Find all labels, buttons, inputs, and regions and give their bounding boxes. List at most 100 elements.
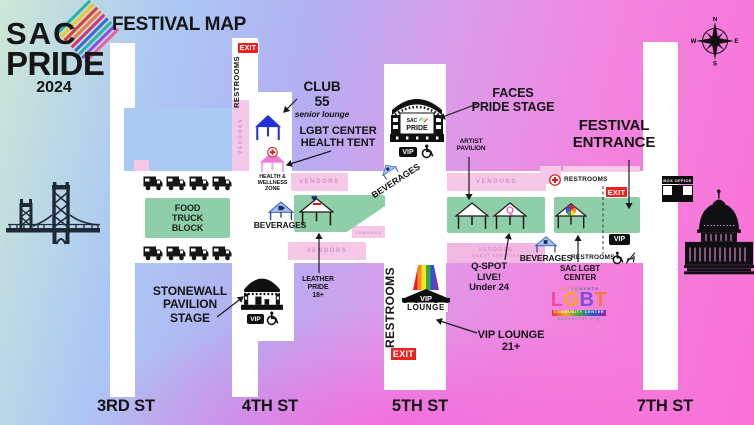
food-truck-icon <box>143 246 163 261</box>
no-pets-icon <box>625 252 636 264</box>
vendors-label: VENDORS <box>355 229 382 235</box>
label-leather-pride: LEATHER PRIDE 18+ <box>296 276 340 299</box>
logo-pride: PRIDE <box>6 44 105 82</box>
vip-label: VIP <box>420 294 432 303</box>
stonewall-line1: STONEWALL <box>152 284 228 298</box>
beer-mug-icon <box>543 240 548 244</box>
box-office-label: BOX OFFICE <box>663 177 692 183</box>
vip-lounge-icon: VIP LOUNGE <box>401 265 451 323</box>
qspot-line3: Under 24 <box>469 282 509 294</box>
food-truck-icon <box>212 246 232 261</box>
lounge-label: LOUNGE <box>404 303 448 312</box>
vendors-label: VENDORS <box>478 247 514 254</box>
club55-line2: 55 <box>314 94 330 110</box>
exit-sign: EXIT <box>390 347 417 361</box>
logo-sacramento: SACRAMENTO <box>545 287 613 291</box>
qspot-line2: LIVE! <box>477 271 501 283</box>
wellness-line1: HEALTH & <box>259 174 286 180</box>
food-truck-block: FOOD TRUCK BLOCK <box>145 198 230 238</box>
vip-label: VIP <box>250 315 261 323</box>
vendors-strip-mid-bottom: VENDORS <box>288 242 366 260</box>
logo-letter-t: T <box>594 289 608 311</box>
beverages-rotated: BEVERAGES <box>352 143 432 207</box>
club55-line1: CLUB <box>303 79 341 94</box>
first-aid-cross-icon <box>549 174 561 186</box>
wellness-line3: ZONE <box>265 186 280 193</box>
compass-rose-icon: N E S W <box>691 17 739 67</box>
logo-letter-b: B <box>579 289 595 311</box>
leather-line3: 18+ <box>312 291 324 299</box>
faces-line1: FACES <box>492 86 534 100</box>
label-artist-pavilion: ARTIST PAVILION <box>450 138 492 153</box>
rainbow-pinwheel-icon <box>565 205 577 216</box>
vendors-label: VENDORS <box>306 248 348 254</box>
vip-badge: VIP <box>609 234 630 245</box>
vendors-strip-mid-top: VENDORS <box>291 173 348 191</box>
artist-pavilion-tent-icon <box>454 202 490 229</box>
vendors-strip-3rd <box>134 160 149 171</box>
leather-line1: LEATHER <box>302 276 334 283</box>
beverages-tent-icon <box>382 165 399 180</box>
faces-pride-stage-icon: SAC PRIDE <box>390 99 444 142</box>
logo-sac: SAC <box>6 16 78 51</box>
compass-s: S <box>713 62 717 68</box>
compass-e: E <box>734 39 738 45</box>
compass-n: N <box>713 17 717 23</box>
vip-label: VIP <box>613 236 626 243</box>
label-sac-lgbt-center: SAC LGBT CENTER <box>549 264 611 283</box>
leather-line2: PRIDE <box>307 283 329 291</box>
food-truck-line2: TRUCK <box>172 212 203 223</box>
saclgbt-line1: SAC LGBT <box>559 264 601 273</box>
qspot-tent-icon: Q <box>492 202 528 229</box>
leather-heart-icon: ♥ <box>311 193 318 205</box>
lgbt-community-center-logo: SACRAMENTO LGBT COMMUNITY CENTER saccent… <box>545 287 613 321</box>
exit-sign: EXIT <box>237 42 259 54</box>
guest-services-label: GUEST SERVICES <box>472 253 520 259</box>
vendors-strip-thin <box>563 166 640 172</box>
wheelchair-icon <box>421 144 434 159</box>
stonewall-line3: STAGE <box>170 310 210 325</box>
logo-letter-g: G <box>563 289 580 311</box>
label-stonewall-pavilion-stage: STONEWALL PAVILION STAGE <box>146 284 234 325</box>
food-truck-icon <box>189 176 209 191</box>
white-tent-icon <box>298 197 335 226</box>
sac-lgbt-tent-icon <box>555 203 587 229</box>
wellness-line2: WELLNESS <box>257 180 288 187</box>
restrooms-label-vertical: RESTROOMS <box>383 267 397 348</box>
stage-logo-stripes <box>418 117 428 123</box>
artist-line1: ARTIST <box>459 138 483 145</box>
viplounge-line1: VIP LOUNGE <box>477 329 545 341</box>
restrooms-label: RESTROOMS <box>564 176 608 183</box>
logo-lgbt: LGBT <box>545 289 613 311</box>
exit-label: EXIT <box>607 187 626 197</box>
wheelchair-icon <box>612 251 624 265</box>
beverages-label: BEVERAGES <box>253 220 307 230</box>
stage-logo-sac: SAC <box>407 118 418 124</box>
food-truck-icon <box>212 176 232 191</box>
vendors-guest-services-strip: VENDORS GUEST SERVICES <box>447 243 545 263</box>
street-label-5th: 5TH ST <box>391 397 449 415</box>
vendors-label: VENDORS <box>237 117 244 154</box>
leather-heart-stripe <box>313 203 321 205</box>
exit-label: EXIT <box>239 44 257 52</box>
logo-url: saccenter.org <box>557 315 601 321</box>
label-vip-lounge-21: VIP LOUNGE 21+ <box>472 329 550 354</box>
food-truck-icon <box>143 176 163 191</box>
page-title: FESTIVAL MAP <box>112 14 246 35</box>
logo-year: 2024 <box>36 79 72 97</box>
leather-pride-tent: ♥ <box>298 193 335 229</box>
artist-line2: PAVILION <box>456 145 486 153</box>
wheelchair-icon <box>266 311 279 326</box>
label-qspot-live: Q-SPOT LIVE! Under 24 <box>457 261 521 294</box>
vendors-strip-small: VENDORS <box>352 226 385 238</box>
vip-badge: VIP <box>399 147 417 157</box>
exit-label: EXIT <box>392 349 415 359</box>
vendors-label: VENDORS <box>476 179 517 185</box>
health-tent-icon <box>260 147 285 172</box>
exit-sign: EXIT <box>605 186 628 198</box>
tower-bridge-silhouette <box>6 182 100 245</box>
q-letter: Q <box>506 206 514 217</box>
label-club-55: CLUB 55 senior lounge <box>287 79 357 120</box>
vip-label: VIP <box>402 148 414 156</box>
